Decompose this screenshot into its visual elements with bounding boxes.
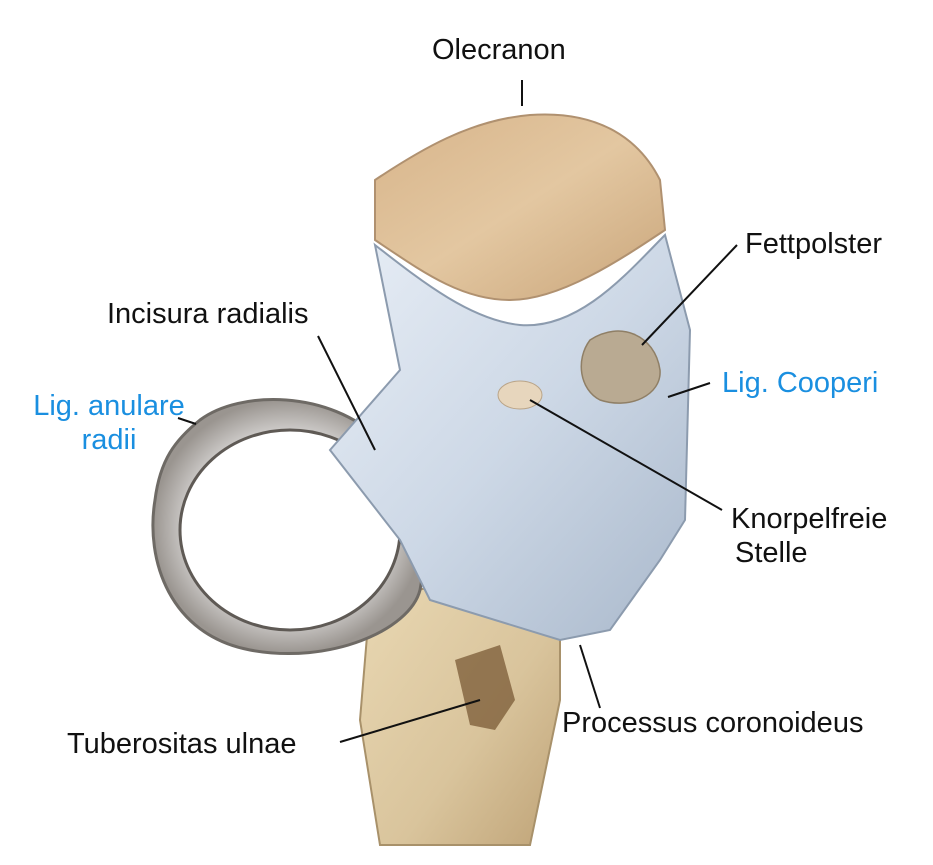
leader-incisura-radialis: [317, 335, 376, 451]
label-knorpelfreie-stelle: Knorpelfreie Stelle: [731, 502, 887, 570]
label-incisura-radialis: Incisura radialis: [107, 298, 309, 330]
label-lig-cooperi: Lig. Cooperi: [722, 367, 879, 399]
leader-processus-coronoideus: [579, 644, 601, 709]
leader-lig-cooperi: [667, 382, 711, 398]
label-tuberositas-ulnae: Tuberositas ulnae: [67, 728, 297, 760]
fat-pad: [580, 330, 661, 404]
leader-tuberositas-ulnae: [339, 699, 481, 743]
olecranon-surface: [374, 113, 667, 302]
label-processus-coronoideus: Processus coronoideus: [562, 707, 864, 739]
label-knorpelfreie-line1: Knorpelfreie: [731, 503, 888, 535]
cartilage-free-spot: [497, 380, 543, 410]
tuberosity-shape: [455, 645, 515, 730]
label-fettpolster: Fettpolster: [745, 228, 882, 260]
label-lig-anulare-line1: Lig. anulare: [33, 390, 185, 422]
label-knorpelfreie-line2: Stelle: [735, 537, 808, 569]
leader-lig-anulare: [177, 417, 197, 425]
label-lig-anulare-radii: Lig. anulare radii: [14, 389, 204, 457]
leader-knorpelfreie: [529, 399, 723, 511]
leader-fettpolster: [641, 244, 738, 346]
label-lig-anulare-line2: radii: [81, 424, 137, 456]
label-olecranon: Olecranon: [432, 34, 566, 66]
